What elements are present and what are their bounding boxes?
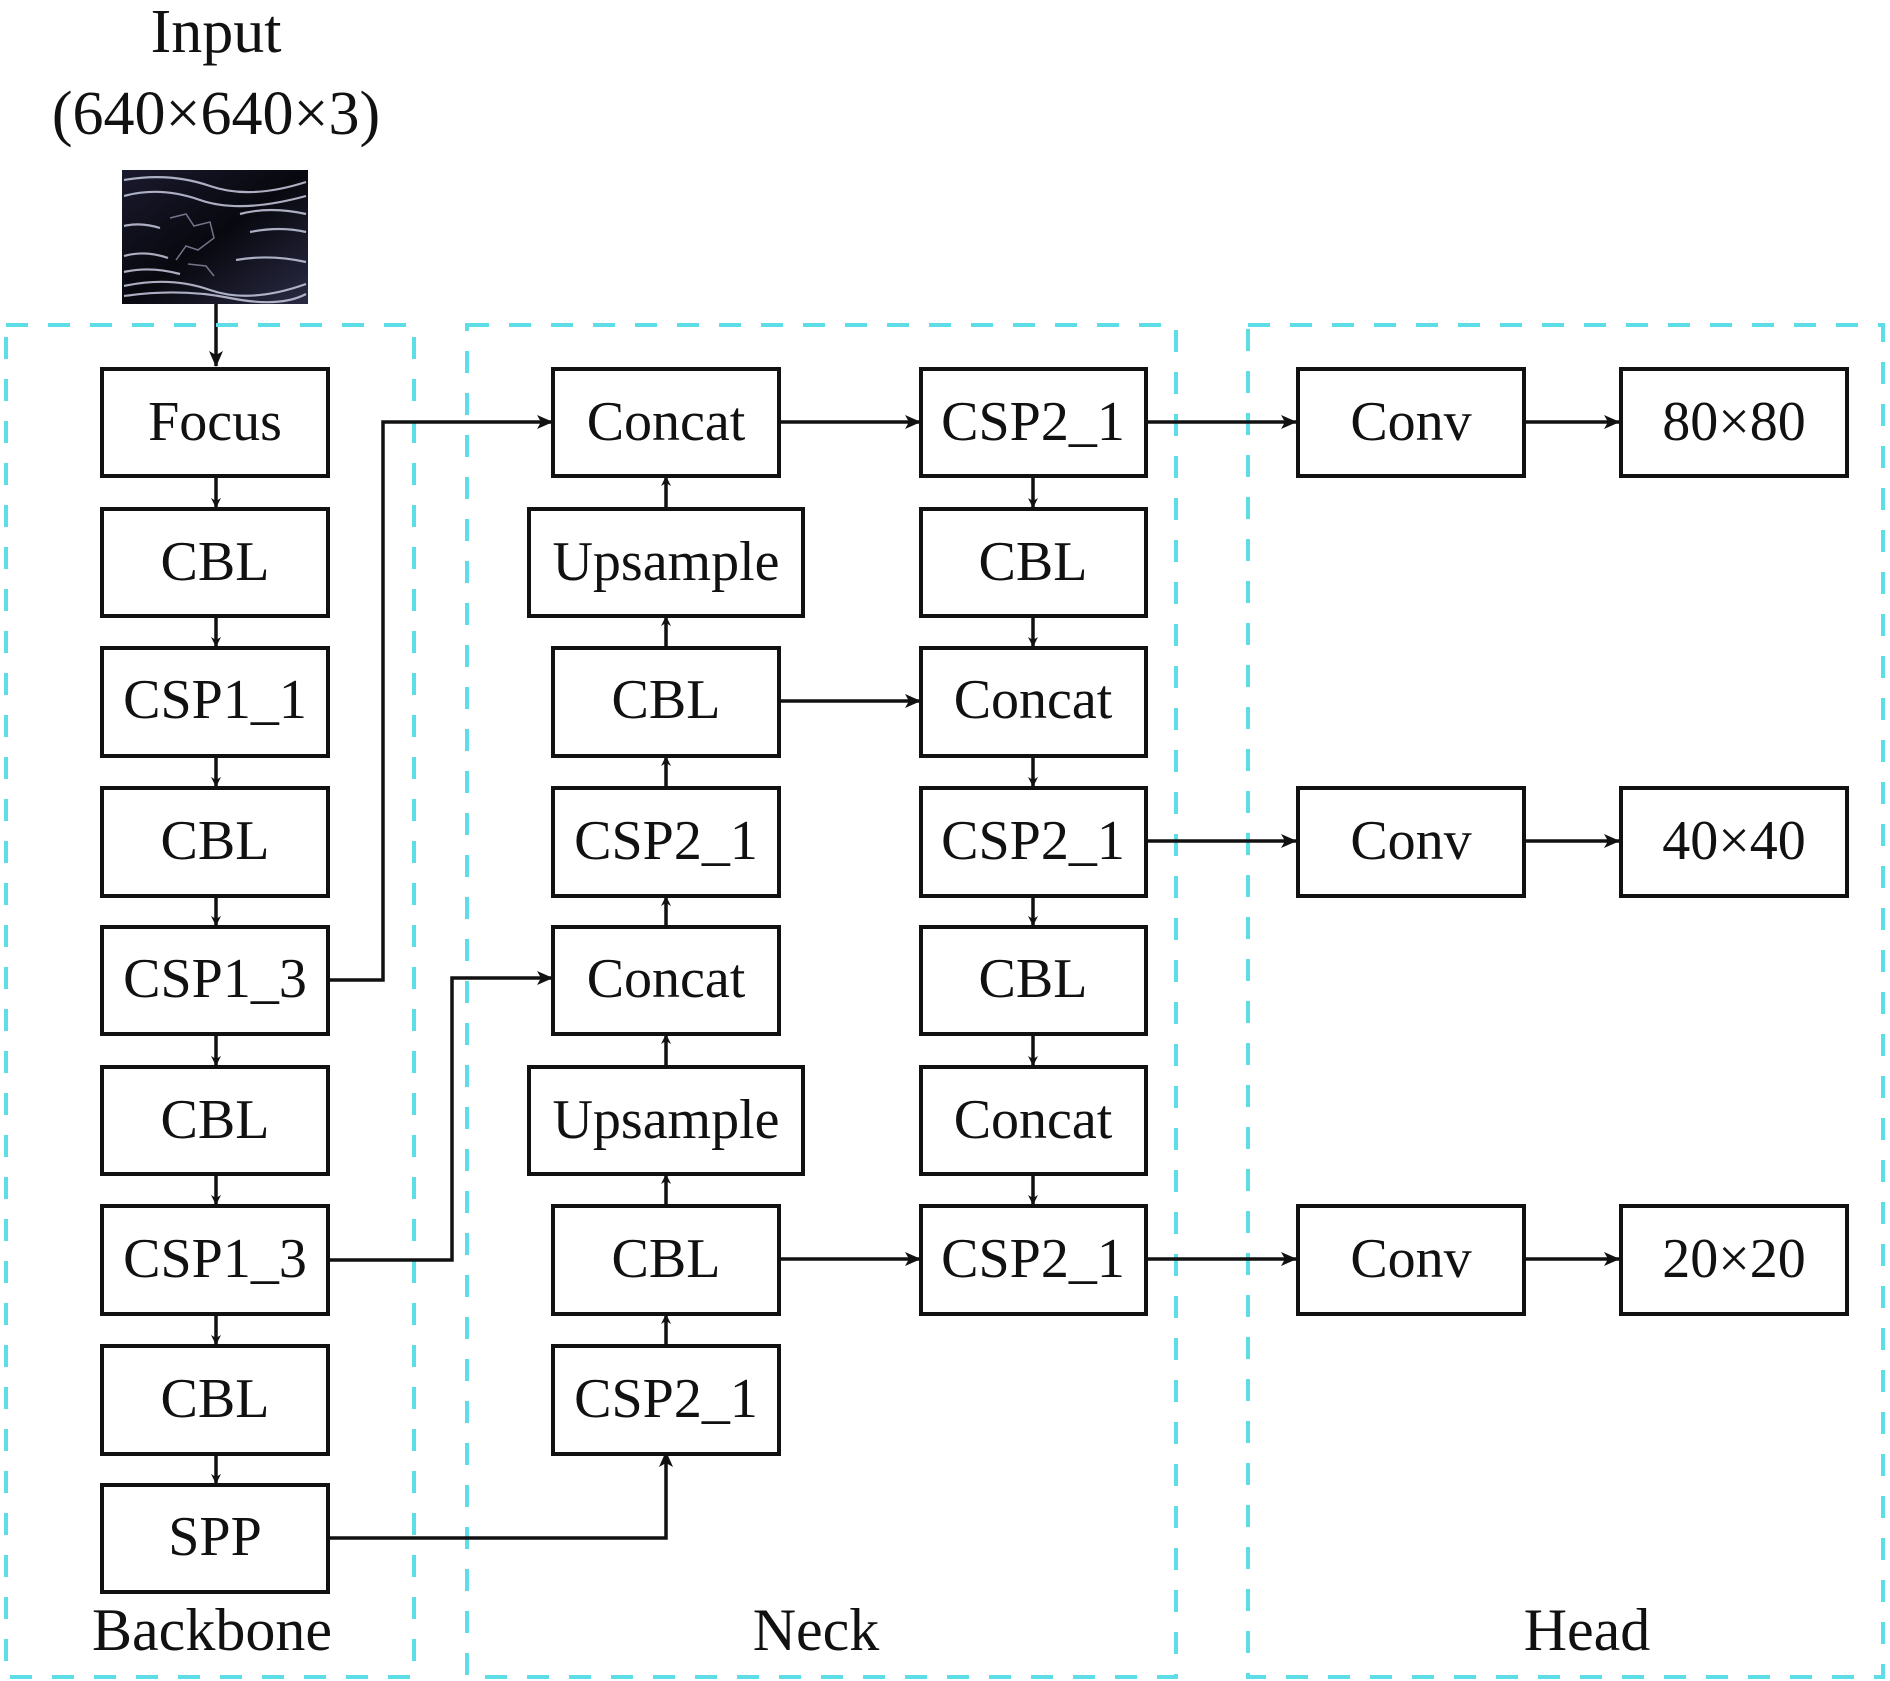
node-concat[interactable]: Concat	[551, 367, 781, 478]
region-label-head: Head	[1524, 1597, 1651, 1663]
node-cbl[interactable]: CBL	[551, 1204, 781, 1316]
arrow-csp1-3b-to-concat2	[328, 971, 553, 1262]
node-label: CSP2_1	[941, 1228, 1125, 1290]
region-neck	[465, 323, 1178, 1679]
node-label: Upsample	[552, 531, 779, 593]
node-csp2-1[interactable]: CSP2_1	[919, 1204, 1148, 1316]
node-conv[interactable]: Conv	[1296, 786, 1526, 898]
node-cbl[interactable]: CBL	[100, 1344, 330, 1456]
node-label: Conv	[1350, 810, 1471, 872]
node-label: Concat	[587, 948, 746, 1010]
node-label: CBL	[161, 810, 270, 872]
region-head	[1246, 323, 1885, 1679]
node-output-40x40[interactable]: 40×40	[1619, 786, 1849, 898]
node-csp1-1[interactable]: CSP1_1	[100, 646, 330, 758]
node-label: CSP2_1	[941, 810, 1125, 872]
node-spp[interactable]: SPP	[100, 1483, 330, 1594]
node-label: 20×20	[1662, 1228, 1806, 1290]
input-image	[122, 170, 308, 304]
node-csp2-1[interactable]: CSP2_1	[551, 1344, 781, 1456]
input-dimensions: (640×640×3)	[52, 80, 380, 148]
node-label: Concat	[954, 1089, 1113, 1151]
node-concat[interactable]: Concat	[919, 1065, 1148, 1176]
node-csp2-1[interactable]: CSP2_1	[919, 786, 1148, 898]
node-label: Upsample	[552, 1089, 779, 1151]
node-upsample[interactable]: Upsample	[527, 1065, 805, 1176]
node-focus[interactable]: Focus	[100, 367, 330, 478]
region-label-backbone: Backbone	[92, 1597, 332, 1663]
node-csp1-3[interactable]: CSP1_3	[100, 1204, 330, 1316]
input-title: Input	[151, 0, 282, 66]
node-label: CSP2_1	[941, 391, 1125, 453]
node-label: CBL	[979, 531, 1088, 593]
node-cbl[interactable]: CBL	[100, 786, 330, 898]
node-label: CBL	[979, 948, 1088, 1010]
node-label: CSP2_1	[574, 1368, 758, 1430]
node-label: 80×80	[1662, 391, 1806, 453]
node-output-20x20[interactable]: 20×20	[1619, 1204, 1849, 1316]
node-label: SPP	[168, 1506, 261, 1568]
arrow-csp1-3a-to-concat1	[328, 415, 553, 982]
node-cbl[interactable]: CBL	[551, 646, 781, 758]
node-label: Focus	[148, 391, 282, 453]
node-csp2-1[interactable]: CSP2_1	[551, 786, 781, 898]
node-label: Conv	[1350, 1228, 1471, 1290]
node-concat[interactable]: Concat	[551, 925, 781, 1036]
node-conv[interactable]: Conv	[1296, 367, 1526, 478]
node-label: CBL	[612, 1228, 721, 1290]
node-label: CBL	[612, 669, 721, 731]
region-label-neck: Neck	[753, 1597, 880, 1663]
node-csp1-3[interactable]: CSP1_3	[100, 925, 330, 1036]
node-conv[interactable]: Conv	[1296, 1204, 1526, 1316]
node-label: CBL	[161, 1089, 270, 1151]
arrow-spp-to-csp2-1	[328, 1451, 673, 1540]
nodes: Focus CBL CSP1_1 CBL CSP1_3 CBL CSP1_3 C…	[100, 367, 1849, 1594]
node-cbl[interactable]: CBL	[100, 507, 330, 618]
edges	[211, 415, 1620, 1540]
node-label: CSP1_1	[123, 669, 307, 731]
node-upsample[interactable]: Upsample	[527, 507, 805, 618]
node-label: 40×40	[1662, 810, 1806, 872]
node-label: Conv	[1350, 391, 1471, 453]
node-label: CBL	[161, 531, 270, 593]
node-label: Concat	[954, 669, 1113, 731]
node-label: CSP1_3	[123, 1228, 307, 1290]
node-label: CSP2_1	[574, 810, 758, 872]
node-cbl[interactable]: CBL	[100, 1065, 330, 1176]
node-cbl[interactable]: CBL	[919, 507, 1148, 618]
node-label: Concat	[587, 391, 746, 453]
node-output-80x80[interactable]: 80×80	[1619, 367, 1849, 478]
node-label: CBL	[161, 1368, 270, 1430]
node-cbl[interactable]: CBL	[919, 925, 1148, 1036]
node-csp2-1[interactable]: CSP2_1	[919, 367, 1148, 478]
node-concat[interactable]: Concat	[919, 646, 1148, 758]
node-label: CSP1_3	[123, 948, 307, 1010]
